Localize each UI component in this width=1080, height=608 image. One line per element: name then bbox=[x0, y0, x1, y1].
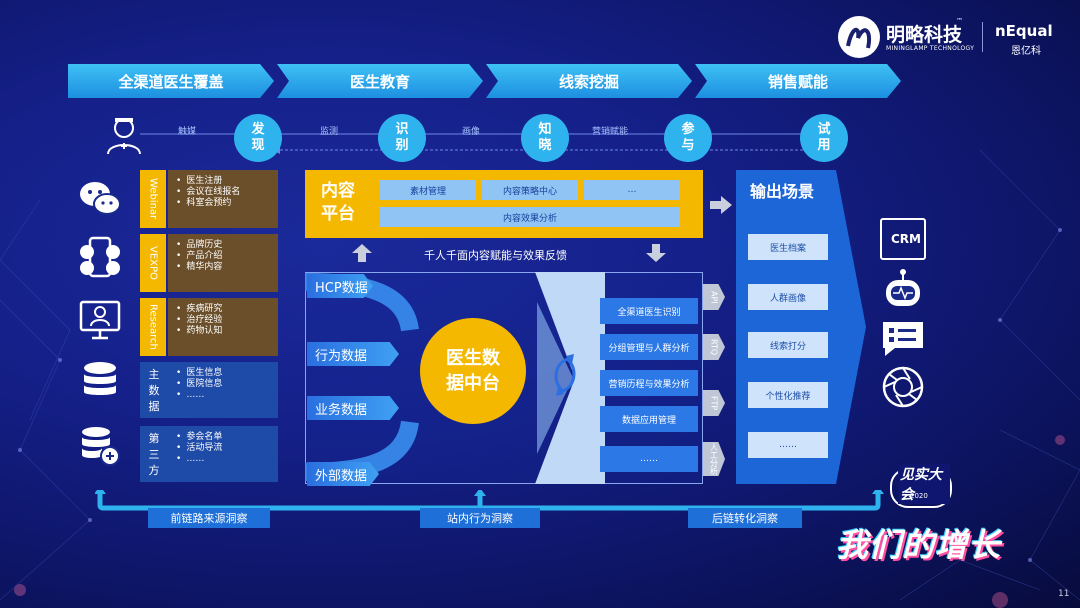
partner-name: 恩亿科 bbox=[1011, 46, 1041, 57]
source-body-master-data: 医生信息医院信息…… bbox=[168, 362, 278, 418]
aperture-icon bbox=[882, 366, 924, 408]
mobile-faces-icon bbox=[80, 236, 120, 278]
pill-strategy-center: 内容策略中心 bbox=[482, 180, 578, 200]
input-external-data: 外部数据 bbox=[307, 462, 379, 486]
output-title: 输出场景 bbox=[750, 182, 815, 201]
analysis-data-application: 数据应用管理 bbox=[600, 406, 698, 432]
database-add-icon bbox=[82, 427, 120, 466]
stage-identify: 识别 bbox=[378, 114, 426, 162]
source-tag-webinar: Webinar bbox=[140, 170, 166, 228]
source-tag-vexpo: VEXPO bbox=[140, 234, 166, 292]
database-icon bbox=[84, 362, 116, 395]
insight-back-link: 后链转化洞察 bbox=[688, 508, 802, 528]
source-body-vexpo: 品牌历史产品介绍精华内容 bbox=[168, 234, 278, 292]
pill-more: … bbox=[584, 180, 680, 200]
event-logo: 见实大会 2020 bbox=[890, 464, 952, 508]
data-hub-circle: 医生数据中台 bbox=[420, 318, 526, 424]
event-name: 见实大会 bbox=[898, 464, 950, 504]
insight-onsite-behavior: 站内行为洞察 bbox=[420, 508, 540, 528]
banner-coverage: 全渠道医生覆盖 bbox=[68, 64, 274, 98]
down-arrow-icon bbox=[646, 244, 666, 262]
tag-ftp: FTP bbox=[703, 390, 725, 416]
output-doctor-profile: 医生档案 bbox=[748, 234, 828, 260]
up-arrow-icon bbox=[352, 244, 372, 262]
flow-label-marketing: 营销赋能 bbox=[592, 127, 629, 137]
analysis-channel-identify: 全渠道医生识别 bbox=[600, 298, 698, 324]
banner-education: 医生教育 bbox=[277, 64, 483, 98]
output-personalized-recommend: 个性化推荐 bbox=[748, 382, 828, 408]
page-number: 11 bbox=[1058, 589, 1070, 599]
banner-sales: 销售赋能 bbox=[695, 64, 901, 98]
brand-name: 明略科技 bbox=[886, 24, 963, 46]
stage-trial: 试用 bbox=[800, 114, 848, 162]
pill-effect-analysis: 内容效果分析 bbox=[380, 207, 680, 227]
analysis-more: …… bbox=[600, 446, 698, 472]
crm-icon: CRM bbox=[880, 218, 926, 260]
refresh-icon bbox=[554, 354, 576, 396]
monitor-user-icon bbox=[79, 300, 121, 340]
content-platform-title: 内容平台 bbox=[321, 181, 355, 224]
robot-icon bbox=[886, 269, 920, 306]
trademark: ™ bbox=[956, 17, 963, 25]
doctor-icon bbox=[107, 118, 141, 155]
source-body-research: 疾病研究治疗经验药物认知 bbox=[168, 298, 278, 356]
tag-api: API bbox=[703, 284, 725, 310]
brand-logo-icon bbox=[838, 16, 880, 58]
wechat-icon bbox=[80, 182, 121, 215]
partner-logo: nEqual bbox=[995, 22, 1053, 40]
feedback-label: 千人千面内容赋能与效果反馈 bbox=[424, 249, 567, 262]
chat-icon bbox=[883, 322, 923, 356]
event-slogan: 我们的增长 bbox=[836, 526, 1002, 564]
input-behavior-data: 行为数据 bbox=[307, 342, 399, 366]
stage-aware: 知晓 bbox=[521, 114, 569, 162]
banner-leads: 线索挖掘 bbox=[486, 64, 692, 98]
event-year: 2020 bbox=[910, 492, 928, 500]
source-body-webinar: 医生注册会议在线报名科室会预约 bbox=[168, 170, 278, 228]
data-hub-label: 医生数据中台 bbox=[446, 348, 500, 394]
brand-subtitle: MININGLAMP TECHNOLOGY bbox=[886, 45, 975, 52]
tag-rtq: RTQ bbox=[703, 334, 725, 360]
stage-engage: 参与 bbox=[664, 114, 712, 162]
flow-label-monitor: 监测 bbox=[320, 127, 339, 137]
source-body-third-party: 参会名单活动导流…… bbox=[168, 426, 278, 482]
tag-manual-analysis: 人工分析 bbox=[703, 442, 725, 476]
insight-front-link: 前链路来源洞察 bbox=[148, 508, 270, 528]
stage-discover: 发现 bbox=[234, 114, 282, 162]
analysis-journey: 营销历程与效果分析 bbox=[600, 370, 698, 396]
header-divider bbox=[982, 22, 983, 52]
flow-label-profile: 画像 bbox=[462, 127, 481, 137]
source-tag-research: Research bbox=[140, 298, 166, 356]
input-hcp-data: HCP数据 bbox=[307, 274, 373, 298]
output-more: …… bbox=[748, 432, 828, 458]
analysis-segmentation: 分组管理与人群分析 bbox=[600, 334, 698, 360]
pill-asset-management: 素材管理 bbox=[380, 180, 476, 200]
output-crowd-portrait: 人群画像 bbox=[748, 284, 828, 310]
output-lead-scoring: 线索打分 bbox=[748, 332, 828, 358]
source-tag-master-data: 主数据 bbox=[140, 362, 168, 418]
flow-label-media: 触媒 bbox=[178, 127, 197, 137]
source-tag-third-party: 第三方 bbox=[140, 426, 168, 482]
right-arrow-icon bbox=[710, 196, 732, 214]
input-business-data: 业务数据 bbox=[307, 396, 399, 420]
